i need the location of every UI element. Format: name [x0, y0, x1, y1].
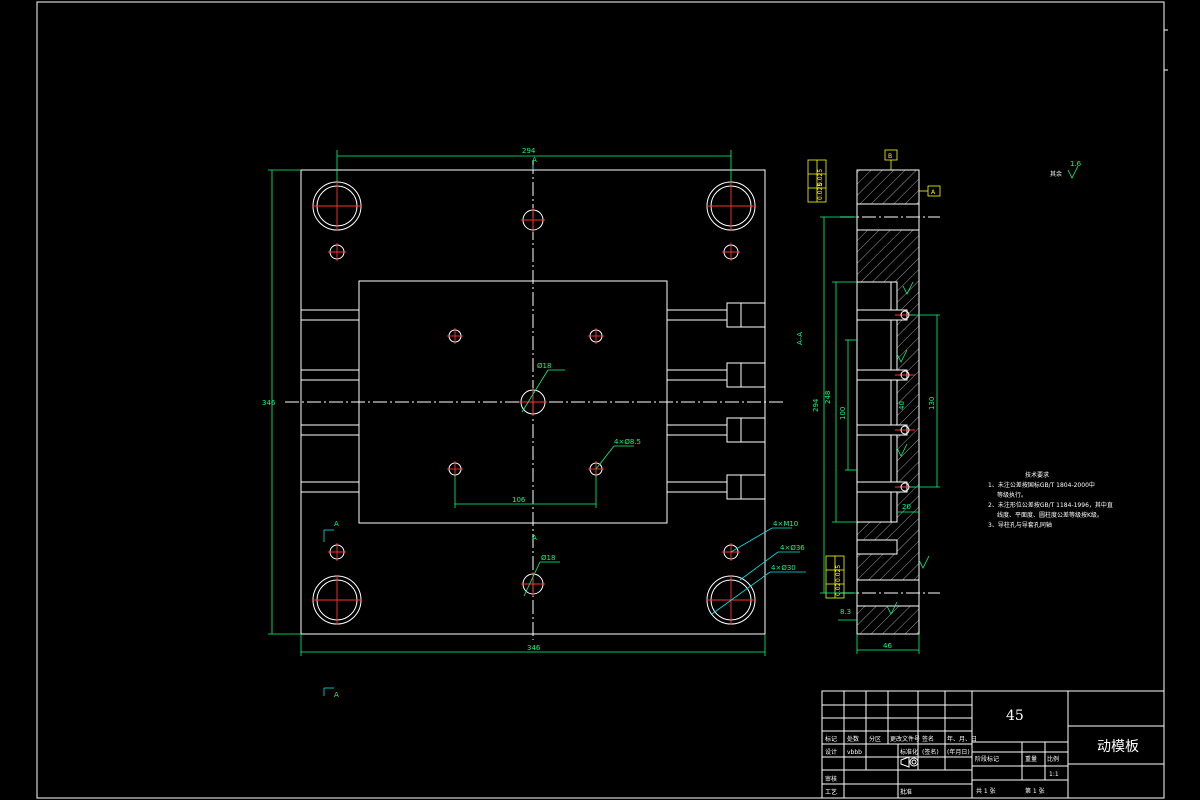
tol-text-1: 0.025: [817, 169, 824, 186]
dim-text-4xphi8: 4×Ø8.5: [614, 438, 641, 446]
dim-top-294: 294: [336, 147, 732, 182]
section-indicator-left: A: [323, 520, 339, 542]
projection-symbol-icon: [900, 756, 919, 768]
section-label-a-top: A: [532, 156, 537, 164]
section-dim-40: 40: [898, 401, 906, 410]
dim-4xphi36: 4×Ø36: [739, 544, 805, 581]
tb-weight: 重量: [1025, 755, 1037, 763]
section-indicator-bottom: A: [323, 687, 339, 699]
right-channels: [666, 302, 766, 500]
dim-4xphi8: 4×Ø8.5: [595, 438, 641, 470]
tb-header-zone: 分区: [869, 735, 881, 743]
dim-phi18: Ø18: [521, 362, 565, 413]
material-text: 45: [1006, 708, 1024, 724]
tb-scale: 比例: [1047, 755, 1059, 763]
dim-text-106: 106: [512, 496, 526, 504]
tb-sheet-no: 第 1 张: [1025, 787, 1045, 795]
section-dim-100: 100: [839, 339, 857, 471]
dim-text-bottom-346: 346: [527, 644, 541, 652]
tb-design-name: vbbb: [847, 749, 862, 756]
tb-scale-value: 1:1: [1049, 771, 1059, 778]
tb-process: 工艺: [825, 788, 837, 796]
section-view: B A 0.025 0.025 0.025 0.02 294: [796, 149, 1082, 654]
tb-header-sign: 签名: [922, 735, 934, 743]
front-view: 294 A 346 346 Ø18 4×Ø8.5: [262, 147, 806, 699]
datum-b-label: B: [888, 153, 892, 160]
notes-line-2: 2、未注形位公差按GB/T 1184-1996，其中直: [988, 501, 1113, 509]
section-dim-20: 20: [897, 503, 919, 513]
dim-phi18-lower: Ø18: [523, 554, 560, 597]
tol-text-4: 0.02: [835, 582, 842, 596]
dim-4xphi30: 4×Ø30: [711, 564, 806, 615]
section-dim-130: 130: [909, 314, 940, 488]
datum-a-label: A: [931, 189, 936, 196]
guide-pillar-holes: [312, 181, 756, 625]
tb-header-date: 年、月、日: [947, 735, 977, 743]
tb-approve: 批准: [900, 788, 912, 796]
tb-header-count: 处数: [847, 735, 859, 743]
tolerance-frame-bottom: 0.025 0.02: [825, 555, 845, 599]
section-label-a-left: A: [334, 520, 339, 528]
section-dim-248: 248: [824, 281, 857, 523]
tol-text-2: 0.025: [817, 183, 824, 200]
notes-line-2b: 线度、平面度、圆柱度公差等级按K级。: [997, 511, 1103, 519]
section-dim-294: 294: [812, 216, 857, 594]
tol-text-3: 0.025: [835, 565, 842, 582]
tb-total-sheets: 共 1 张: [976, 787, 996, 795]
tb-design-label: 设计: [825, 748, 837, 756]
dim-left-346: 346: [262, 169, 301, 635]
part-name-text: 动模板: [1097, 739, 1139, 755]
section-dim-8-3: 8.3: [838, 608, 857, 621]
dim-text-sec-20: 20: [902, 503, 911, 511]
roughness-marks: [886, 281, 930, 615]
notes-line-1: 1、未注公差按国标GB/T 1804-2000中: [988, 481, 1095, 489]
rough-remaining-label: 其余: [1050, 170, 1062, 178]
dim-text-4xm10: 4×M10: [773, 520, 798, 528]
dim-4xm10: 4×M10: [730, 520, 798, 553]
rough-value-label: 1.6: [1070, 160, 1082, 168]
dim-106: 106: [454, 475, 597, 508]
dim-text-294: 294: [522, 147, 536, 155]
return-pin-holes: [521, 208, 545, 596]
tolerance-frame-top: 0.025 0.025: [807, 159, 827, 203]
notes-title: 技术要求: [1025, 471, 1049, 479]
tb-review: 审核: [825, 775, 837, 783]
dim-text-left-346: 346: [262, 399, 276, 407]
left-channels: [300, 309, 360, 493]
dim-text-sec-100: 100: [839, 407, 847, 420]
general-roughness: 其余 1.6: [1050, 160, 1082, 179]
dim-text-sec-46: 46: [883, 642, 892, 650]
technical-notes: 技术要求 1、未注公差按国标GB/T 1804-2000中 等级执行。 2、未注…: [988, 471, 1113, 529]
dim-text-sec-248: 248: [824, 391, 832, 404]
screw-holes: [328, 243, 740, 561]
dim-text-sec-8-3: 8.3: [840, 608, 851, 616]
dim-bottom-346: 346: [300, 634, 766, 656]
sheet-border: [36, 1, 1165, 799]
tb-standardize: 标准化: [900, 748, 918, 756]
tb-stage: 阶段标记: [975, 755, 999, 763]
dim-text-sec-40: 40: [898, 401, 906, 410]
notes-line-1b: 等级执行。: [997, 491, 1027, 499]
tb-date: (年月日): [947, 748, 970, 756]
dim-text-4xphi36: 4×Ø36: [780, 544, 805, 552]
section-label-a-mid: A: [532, 534, 537, 542]
section-view-label: A–A: [796, 332, 804, 345]
tb-header-mark: 标记: [825, 735, 837, 743]
title-block: 45 动模板 标记 处数 分区 更改文件号 签名 年、月、日 设计 vbbb 标…: [821, 690, 1165, 799]
notes-line-3: 3、导柱孔与导套孔同轴: [988, 521, 1052, 529]
dim-text-phi18: Ø18: [537, 362, 551, 370]
dim-text-4xphi30: 4×Ø30: [771, 564, 796, 572]
section-label-a-bottom: A: [334, 691, 339, 699]
dim-text-phi18b: Ø18: [541, 554, 555, 562]
tb-header-doc: 更改文件号: [890, 735, 920, 743]
dim-text-sec-294: 294: [812, 398, 820, 412]
section-dim-46: 46: [856, 634, 920, 654]
center-hole: [519, 388, 547, 416]
dim-text-sec-130: 130: [928, 397, 936, 410]
tb-sign: (签名): [922, 748, 939, 756]
